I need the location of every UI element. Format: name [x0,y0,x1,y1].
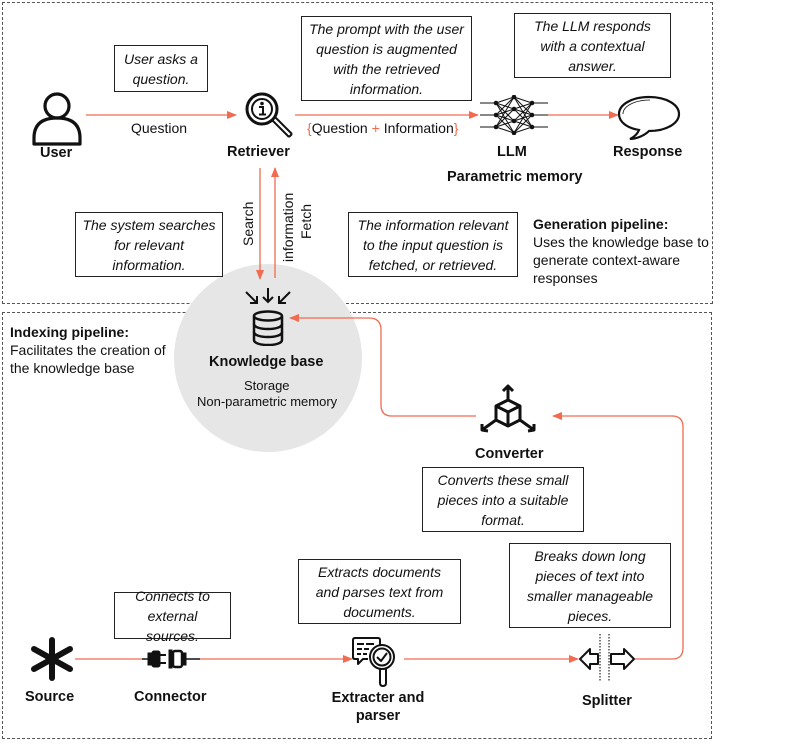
extracter-document-search-icon [352,637,395,687]
edge-label-fetch-information: information [280,192,296,262]
node-label-knowledge-base: Knowledge base [209,354,324,370]
note-connects: Connects to external sources. [114,588,231,644]
connector-plug-icon [142,649,200,669]
ingest-arrows-icon [245,288,291,304]
generation-pipeline-panel [2,2,713,304]
brace-open: { [307,120,312,136]
node-label-llm: LLM [497,144,527,160]
node-label-non-parametric-memory: Non-parametric memory [197,394,338,409]
plus-sign: + [371,120,380,136]
node-label-converter: Converter [475,446,544,462]
edge-label-question-information: {Question + Information} [307,120,458,136]
note-llm-responds: The LLM responds with a contextual answe… [514,13,671,78]
retriever-magnifier-icon [245,92,293,138]
note-extracts: Extracts documents and parses text from … [298,559,461,624]
indexing-pipeline-panel [2,312,712,739]
indexing-pipeline-description: Indexing pipeline: Facilitates the creat… [10,323,170,377]
node-label-splitter: Splitter [582,693,632,709]
note-prompt-augmented: The prompt with the user question is aug… [301,16,472,101]
node-label-storage: Storage [244,378,290,393]
question-part: Question [311,120,368,136]
source-asterisk-icon [31,637,73,681]
llm-neural-network-icon [480,95,548,135]
node-label-llm-subtitle: Parametric memory [447,169,583,185]
note-breaks-down: Breaks down long pieces of text into sma… [509,543,671,628]
note-system-searches: The system searches for relevant informa… [75,212,223,277]
indexing-pipeline-text: Facilitates the creation of the knowledg… [10,342,166,376]
node-label-retriever: Retriever [227,144,290,160]
note-info-fetched: The information relevant to the input qu… [348,212,518,277]
generation-pipeline-text: Uses the knowledge base to generate cont… [533,234,709,286]
edge-label-search: Search [240,201,256,246]
converter-cube-icon [480,384,536,433]
note-user-asks: User asks a question. [114,45,208,92]
note-converts: Converts these small pieces into a suita… [422,467,584,532]
edge-splitter-converter [552,412,684,660]
node-label-extracter: Extracter and parser [331,690,425,724]
edge-converter-knowledgebase [289,314,476,417]
generation-pipeline-title: Generation pipeline: [533,216,669,232]
splitter-arrows-icon [579,634,635,682]
node-label-user: User [40,145,73,161]
brace-close: } [453,120,459,136]
user-icon [32,92,82,146]
node-label-response: Response [613,144,683,160]
indexing-pipeline-title: Indexing pipeline: [10,324,130,340]
node-label-connector: Connector [134,689,207,705]
node-label-source: Source [25,689,75,705]
database-icon [252,310,284,346]
edge-label-question: Question [131,120,188,136]
response-speech-bubble-icon [617,95,681,141]
information-part: Information [383,120,454,136]
generation-pipeline-description: Generation pipeline: Uses the knowledge … [533,215,713,287]
edge-label-fetch: Fetch [298,203,314,239]
